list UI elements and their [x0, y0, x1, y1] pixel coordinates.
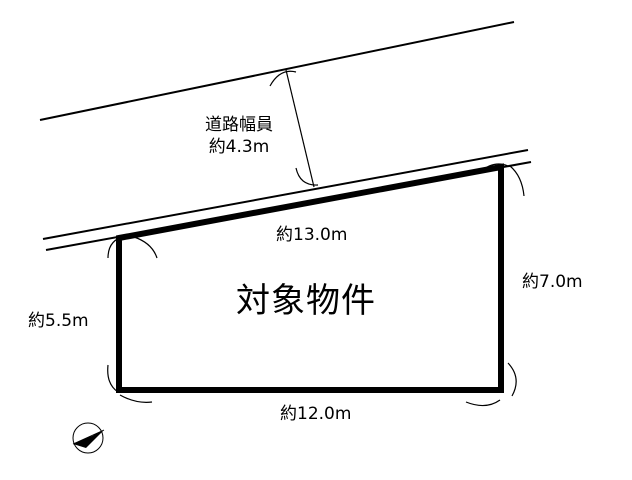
road-near-edge-outer — [42, 149, 529, 240]
road-width-dimension-line — [285, 69, 315, 188]
corner-arc-top-right-1 — [479, 163, 509, 173]
corner-arc-top-left-1 — [107, 235, 126, 259]
road-label: 道路幅員 — [205, 115, 273, 135]
road-width-arc-bottom — [295, 167, 319, 186]
corner-arc-bottom-right-1 — [507, 362, 517, 397]
corner-arc-top-left-2 — [133, 236, 158, 259]
corner-arc-top-right-2 — [509, 165, 525, 197]
road-width-label: 道路幅員 約4.3m — [184, 114, 294, 158]
dimension-bottom: 約12.0m — [280, 404, 352, 424]
property-boundary — [116, 163, 504, 393]
corner-arc-bottom-right-2 — [465, 399, 501, 407]
property-label: 対象物件 — [236, 281, 376, 321]
road-width-value: 約4.3m — [208, 137, 270, 157]
dimension-top: 約13.0m — [276, 225, 348, 245]
corner-arc-bottom-left-1 — [107, 364, 119, 393]
dimension-left: 約5.5m — [28, 311, 89, 331]
road-far-edge — [39, 21, 515, 121]
corner-arc-bottom-left-2 — [119, 394, 153, 403]
north-arrow-icon — [72, 422, 105, 454]
road-width-arc-top — [269, 70, 297, 87]
dimension-right: 約7.0m — [522, 272, 583, 292]
